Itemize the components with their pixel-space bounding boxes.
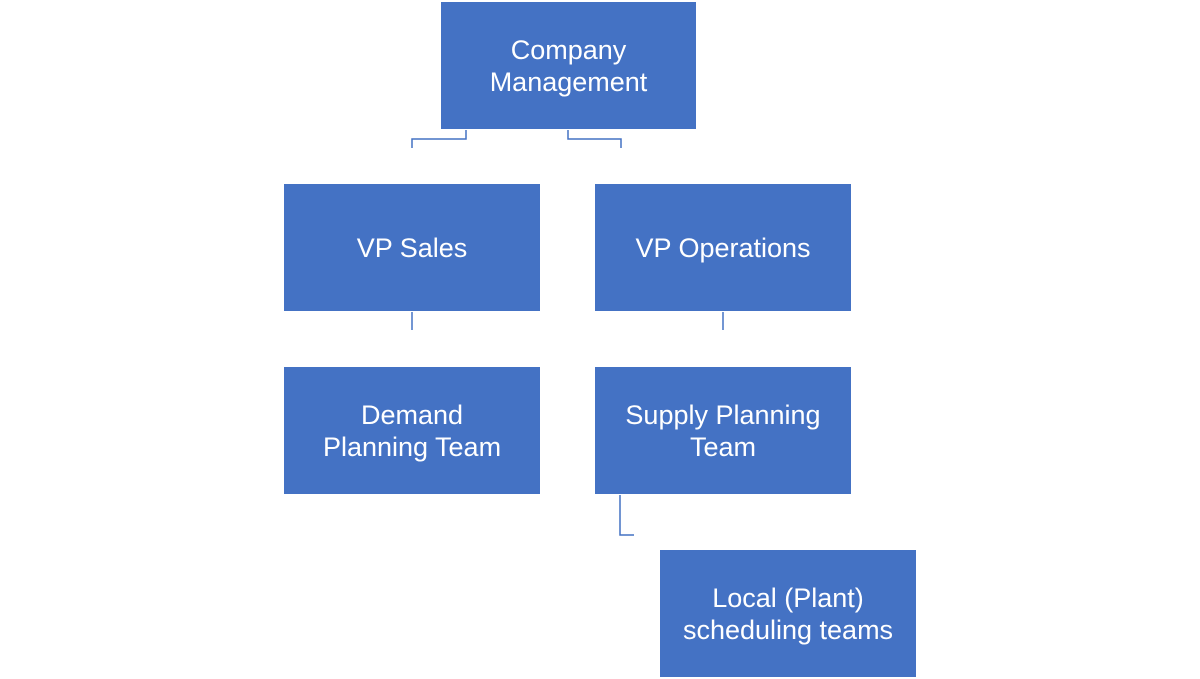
node-local-scheduling-teams-label: Local (Plant) scheduling teams <box>682 582 894 645</box>
connector-supply-planning-to-local-scheduling <box>619 494 634 536</box>
node-supply-planning-team[interactable]: Supply Planning Team <box>594 366 852 495</box>
node-vp-operations-label: VP Operations <box>635 232 811 263</box>
connector-root-to-vp-sales <box>411 129 467 148</box>
node-vp-operations[interactable]: VP Operations <box>594 183 852 312</box>
node-company-management-label: Company Management <box>489 34 648 97</box>
node-local-scheduling-teams[interactable]: Local (Plant) scheduling teams <box>659 549 917 678</box>
connector-root-to-vp-operations <box>567 129 622 148</box>
node-demand-planning-team-label: Demand Planning Team <box>322 399 502 462</box>
node-vp-sales[interactable]: VP Sales <box>283 183 541 312</box>
node-vp-sales-label: VP Sales <box>356 232 468 263</box>
node-supply-planning-team-label: Supply Planning Team <box>625 399 821 462</box>
node-company-management[interactable]: Company Management <box>440 1 697 130</box>
node-demand-planning-team[interactable]: Demand Planning Team <box>283 366 541 495</box>
